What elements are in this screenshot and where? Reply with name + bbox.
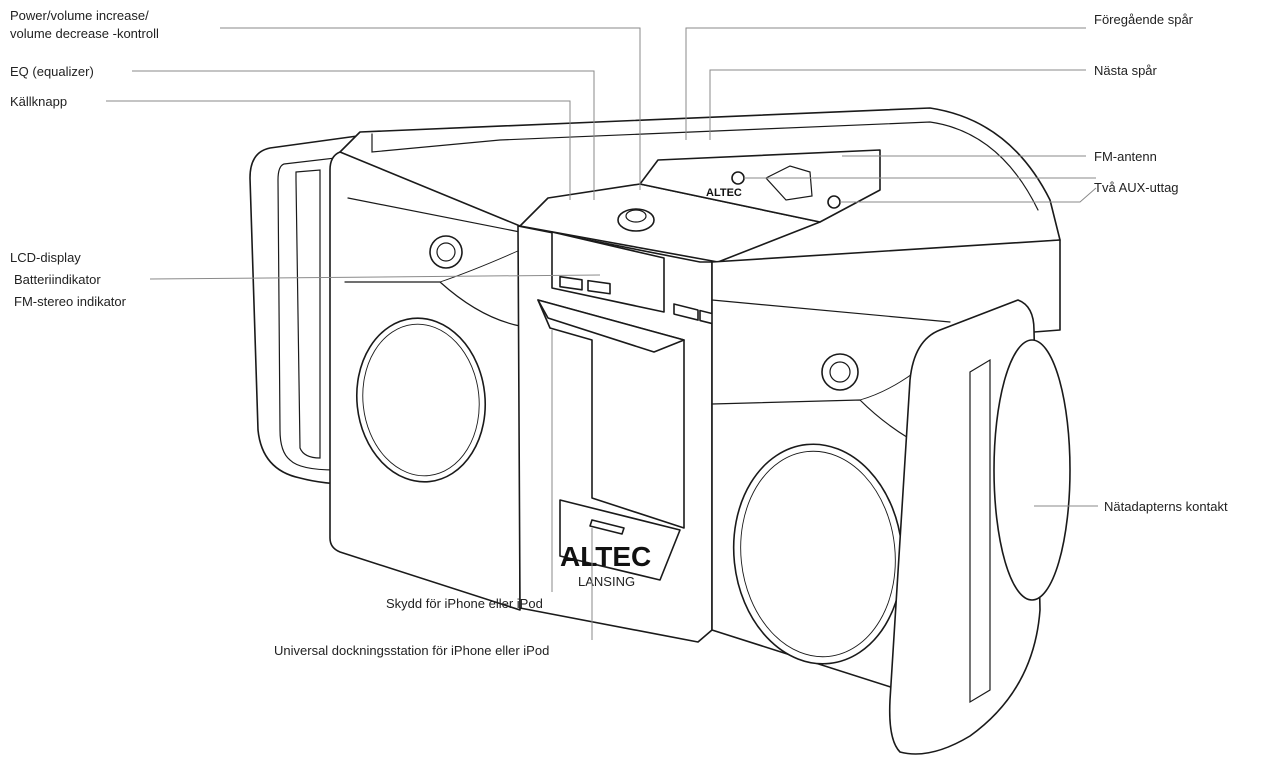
iphone-cover-guard	[537, 299, 685, 353]
label-fm-antenna: FM-antenn	[1094, 149, 1157, 164]
label-power-adapter: Nätadapterns kontakt	[1104, 499, 1228, 514]
label-previous-track: Föregående spår	[1094, 12, 1194, 27]
leader-aux-2	[840, 187, 1097, 203]
leader-next	[709, 69, 1086, 140]
lcd-window	[551, 231, 665, 313]
label-power-volume-1: Power/volume increase/	[10, 8, 149, 23]
label-fm-stereo-indicator: FM-stereo indikator	[14, 294, 127, 309]
leader-eq	[132, 70, 595, 200]
leader-source	[106, 100, 571, 200]
front-sub-logo: LANSING	[578, 574, 635, 589]
rear-jack-panel	[639, 149, 881, 223]
left-woofer-ring	[362, 323, 480, 477]
left-panel-horn	[344, 281, 521, 327]
right-side-woofer	[993, 339, 1071, 601]
left-handle-groove	[295, 169, 321, 459]
label-iphone-cover: Skydd för iPhone eller iPod	[386, 596, 543, 611]
left-woofer	[355, 317, 487, 483]
right-tweeter	[821, 353, 859, 391]
control-strip	[519, 183, 821, 263]
right-tweeter-inner	[829, 361, 851, 383]
speaker-dock-illustration: ALTEC ALTEC LANSING	[249, 107, 1071, 755]
label-next-track: Nästa spår	[1094, 63, 1158, 78]
fm-antenna-flap	[765, 165, 813, 201]
control-logo: ALTEC	[706, 187, 742, 199]
right-panel-upper-line	[711, 299, 951, 323]
left-panel-upper-line	[347, 197, 521, 233]
aux-jack-2	[827, 195, 841, 209]
leader-power-volume	[220, 27, 641, 190]
source-button	[559, 275, 583, 291]
leader-lcd	[149, 274, 601, 280]
power-knob-top	[625, 209, 647, 223]
leader-lines	[106, 27, 1098, 640]
eq-button	[587, 279, 611, 295]
label-eq: EQ (equalizer)	[10, 64, 94, 79]
left-tweeter-inner	[436, 242, 456, 262]
label-source-button: Källknapp	[10, 94, 67, 109]
previous-button	[673, 303, 699, 321]
left-tweeter	[429, 235, 463, 269]
front-logo: ALTEC	[560, 541, 651, 572]
label-battery-indicator: Batteriindikator	[14, 272, 101, 287]
label-aux-inputs: Två AUX-uttag	[1094, 180, 1179, 195]
label-lcd-display: LCD-display	[10, 250, 81, 265]
leader-previous	[685, 27, 1086, 140]
callout-labels: Power/volume increase/ volume decrease -…	[10, 8, 1228, 658]
label-power-volume-2: volume decrease -kontroll	[10, 26, 159, 41]
right-woofer-ring	[740, 450, 896, 658]
aux-jack-1	[731, 171, 745, 185]
left-horn-curve	[439, 249, 521, 283]
label-universal-dock: Universal dockningsstation för iPhone el…	[274, 643, 549, 658]
dock-connector	[589, 519, 625, 535]
right-handle	[969, 358, 991, 704]
top-lid-ridge	[371, 121, 1039, 211]
dock-tray	[559, 499, 681, 581]
power-knob	[617, 208, 655, 232]
left-handle-inner	[277, 157, 336, 471]
